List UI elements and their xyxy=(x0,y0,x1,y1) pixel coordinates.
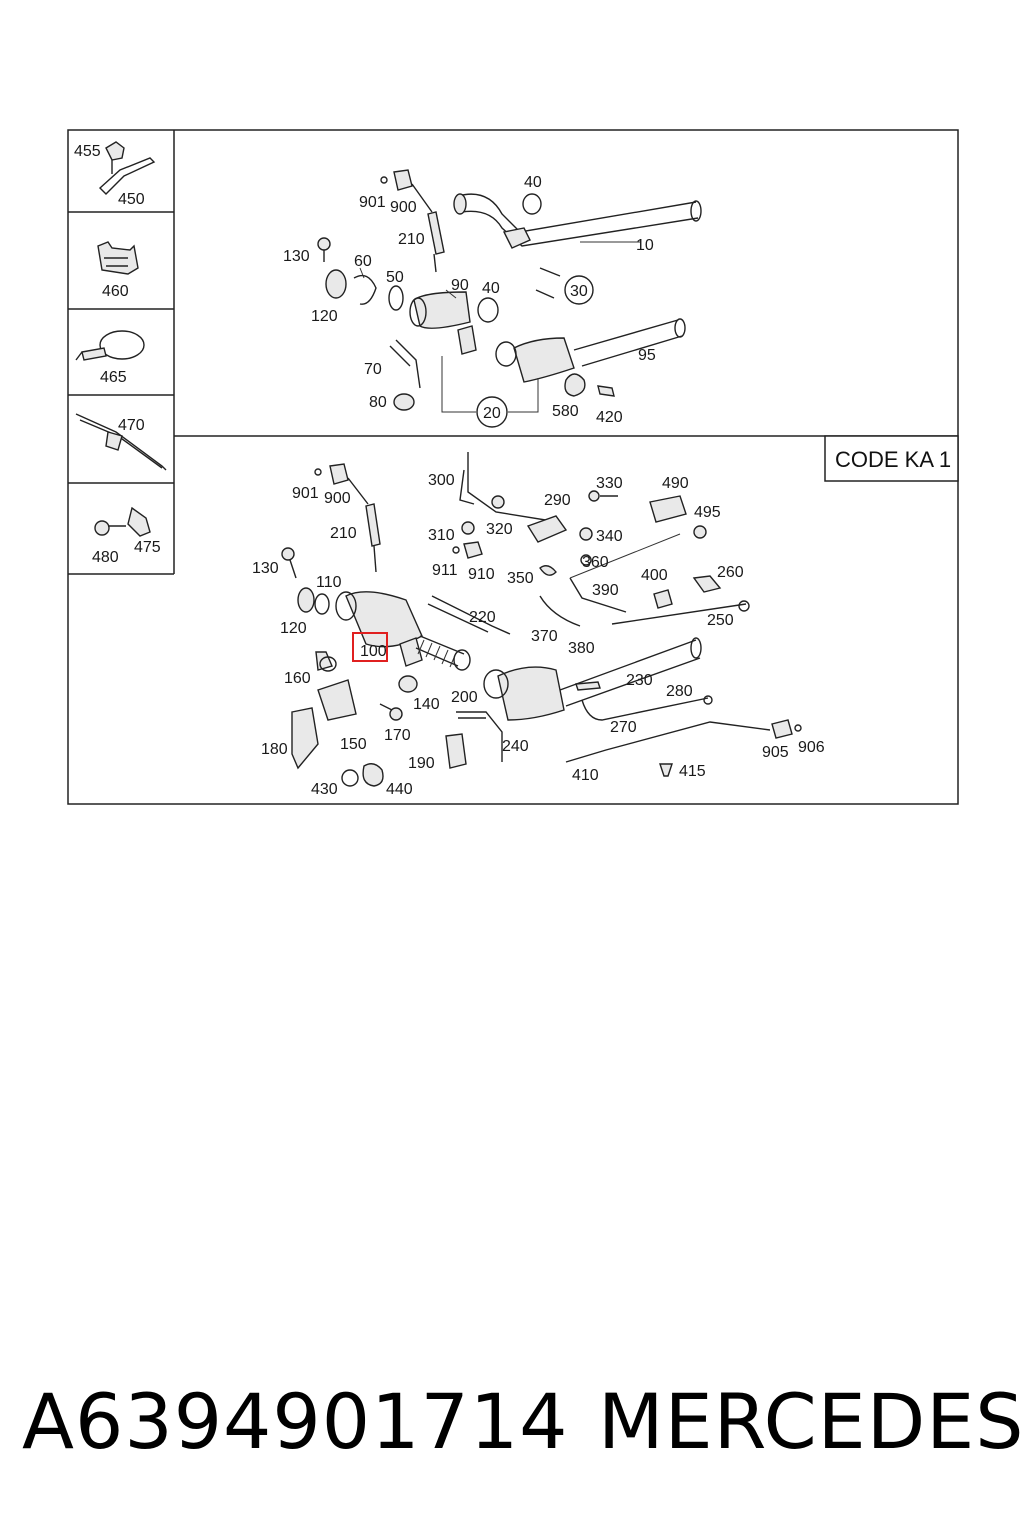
top-panel-labels: 901 900 40 210 10 130 60 50 90 40 30 120… xyxy=(283,174,656,426)
label-190: 190 xyxy=(408,755,435,772)
side-cell-bracket-455: 455 450 xyxy=(74,141,156,208)
label-440: 440 xyxy=(386,781,413,798)
label-380: 380 xyxy=(568,640,595,657)
label-280: 280 xyxy=(666,683,693,700)
label-240: 240 xyxy=(502,738,529,755)
label-50: 50 xyxy=(386,269,404,286)
label-490: 490 xyxy=(662,475,689,492)
label-360: 360 xyxy=(582,554,609,571)
label-330: 330 xyxy=(596,475,623,492)
label-455: 455 xyxy=(74,143,101,160)
label-100: 100 xyxy=(360,643,387,660)
label-906: 906 xyxy=(798,739,825,756)
code-box: CODE KA 1 xyxy=(824,435,959,482)
top-panel-parts xyxy=(317,169,702,428)
label-80: 80 xyxy=(369,394,387,411)
label-320: 320 xyxy=(486,521,513,538)
label-910: 910 xyxy=(468,566,495,583)
label-120-top: 120 xyxy=(311,308,338,325)
footer-caption: A6394901714 MERCEDES xyxy=(0,1372,1024,1472)
brand-name: MERCEDES xyxy=(598,1377,1024,1466)
label-410: 410 xyxy=(572,767,599,784)
label-911: 911 xyxy=(432,562,458,579)
label-250: 250 xyxy=(707,612,734,629)
label-370: 370 xyxy=(531,628,558,645)
label-30: 30 xyxy=(570,283,588,300)
label-130-top: 130 xyxy=(283,248,310,265)
label-220: 220 xyxy=(469,609,496,626)
part-number: A6394901714 xyxy=(22,1377,569,1466)
label-60: 60 xyxy=(354,253,372,270)
label-400: 400 xyxy=(641,567,668,584)
exploded-parts-diagram: 455 450 460 465 470 480 475 xyxy=(67,129,959,805)
label-40-top-b: 40 xyxy=(482,280,500,297)
side-cell-clip-460: 460 xyxy=(97,241,139,300)
label-420: 420 xyxy=(596,409,623,426)
label-900-top: 900 xyxy=(390,199,417,216)
side-cell-tie-465: 465 xyxy=(75,330,145,386)
label-200: 200 xyxy=(451,689,478,706)
label-415: 415 xyxy=(679,763,706,780)
label-130-bottom: 130 xyxy=(252,560,279,577)
label-150: 150 xyxy=(340,736,367,753)
label-160: 160 xyxy=(284,670,311,687)
label-290: 290 xyxy=(544,492,571,509)
label-270: 270 xyxy=(610,719,637,736)
label-350: 350 xyxy=(507,570,534,587)
code-box-label: CODE KA 1 xyxy=(835,447,951,472)
label-901-top: 901 xyxy=(359,194,386,211)
label-390: 390 xyxy=(592,582,619,599)
label-450: 450 xyxy=(118,191,145,208)
label-20: 20 xyxy=(483,405,501,422)
label-580: 580 xyxy=(552,403,579,420)
label-310: 310 xyxy=(428,527,455,544)
label-90: 90 xyxy=(451,277,469,294)
label-230: 230 xyxy=(626,672,653,689)
label-210-bottom: 210 xyxy=(330,525,357,542)
label-465: 465 xyxy=(100,369,127,386)
label-901-bottom: 901 xyxy=(292,485,319,502)
label-340: 340 xyxy=(596,528,623,545)
side-cell-strip-470: 470 xyxy=(75,413,167,471)
label-120-bottom: 120 xyxy=(280,620,307,637)
label-10: 10 xyxy=(636,237,654,254)
label-900-bottom: 900 xyxy=(324,490,351,507)
label-430: 430 xyxy=(311,781,338,798)
label-170: 170 xyxy=(384,727,411,744)
label-475: 475 xyxy=(134,539,161,556)
label-95: 95 xyxy=(638,347,656,364)
label-70: 70 xyxy=(364,361,382,378)
label-480: 480 xyxy=(92,549,119,566)
bottom-panel-parts xyxy=(281,452,802,787)
label-140: 140 xyxy=(413,696,440,713)
label-495: 495 xyxy=(694,504,721,521)
label-260: 260 xyxy=(717,564,744,581)
label-460: 460 xyxy=(102,283,129,300)
label-300: 300 xyxy=(428,472,455,489)
side-cell-bracket-480: 480 475 xyxy=(92,506,161,566)
label-40-top-a: 40 xyxy=(524,174,542,191)
label-110: 110 xyxy=(316,574,342,591)
label-180: 180 xyxy=(261,741,288,758)
bottom-panel-labels: 901 900 300 330 490 290 495 210 310 320 … xyxy=(252,472,825,798)
label-210-top: 210 xyxy=(398,231,425,248)
label-470: 470 xyxy=(118,417,145,434)
highlight-part-100[interactable]: 100 xyxy=(352,632,388,662)
label-905: 905 xyxy=(762,744,789,761)
